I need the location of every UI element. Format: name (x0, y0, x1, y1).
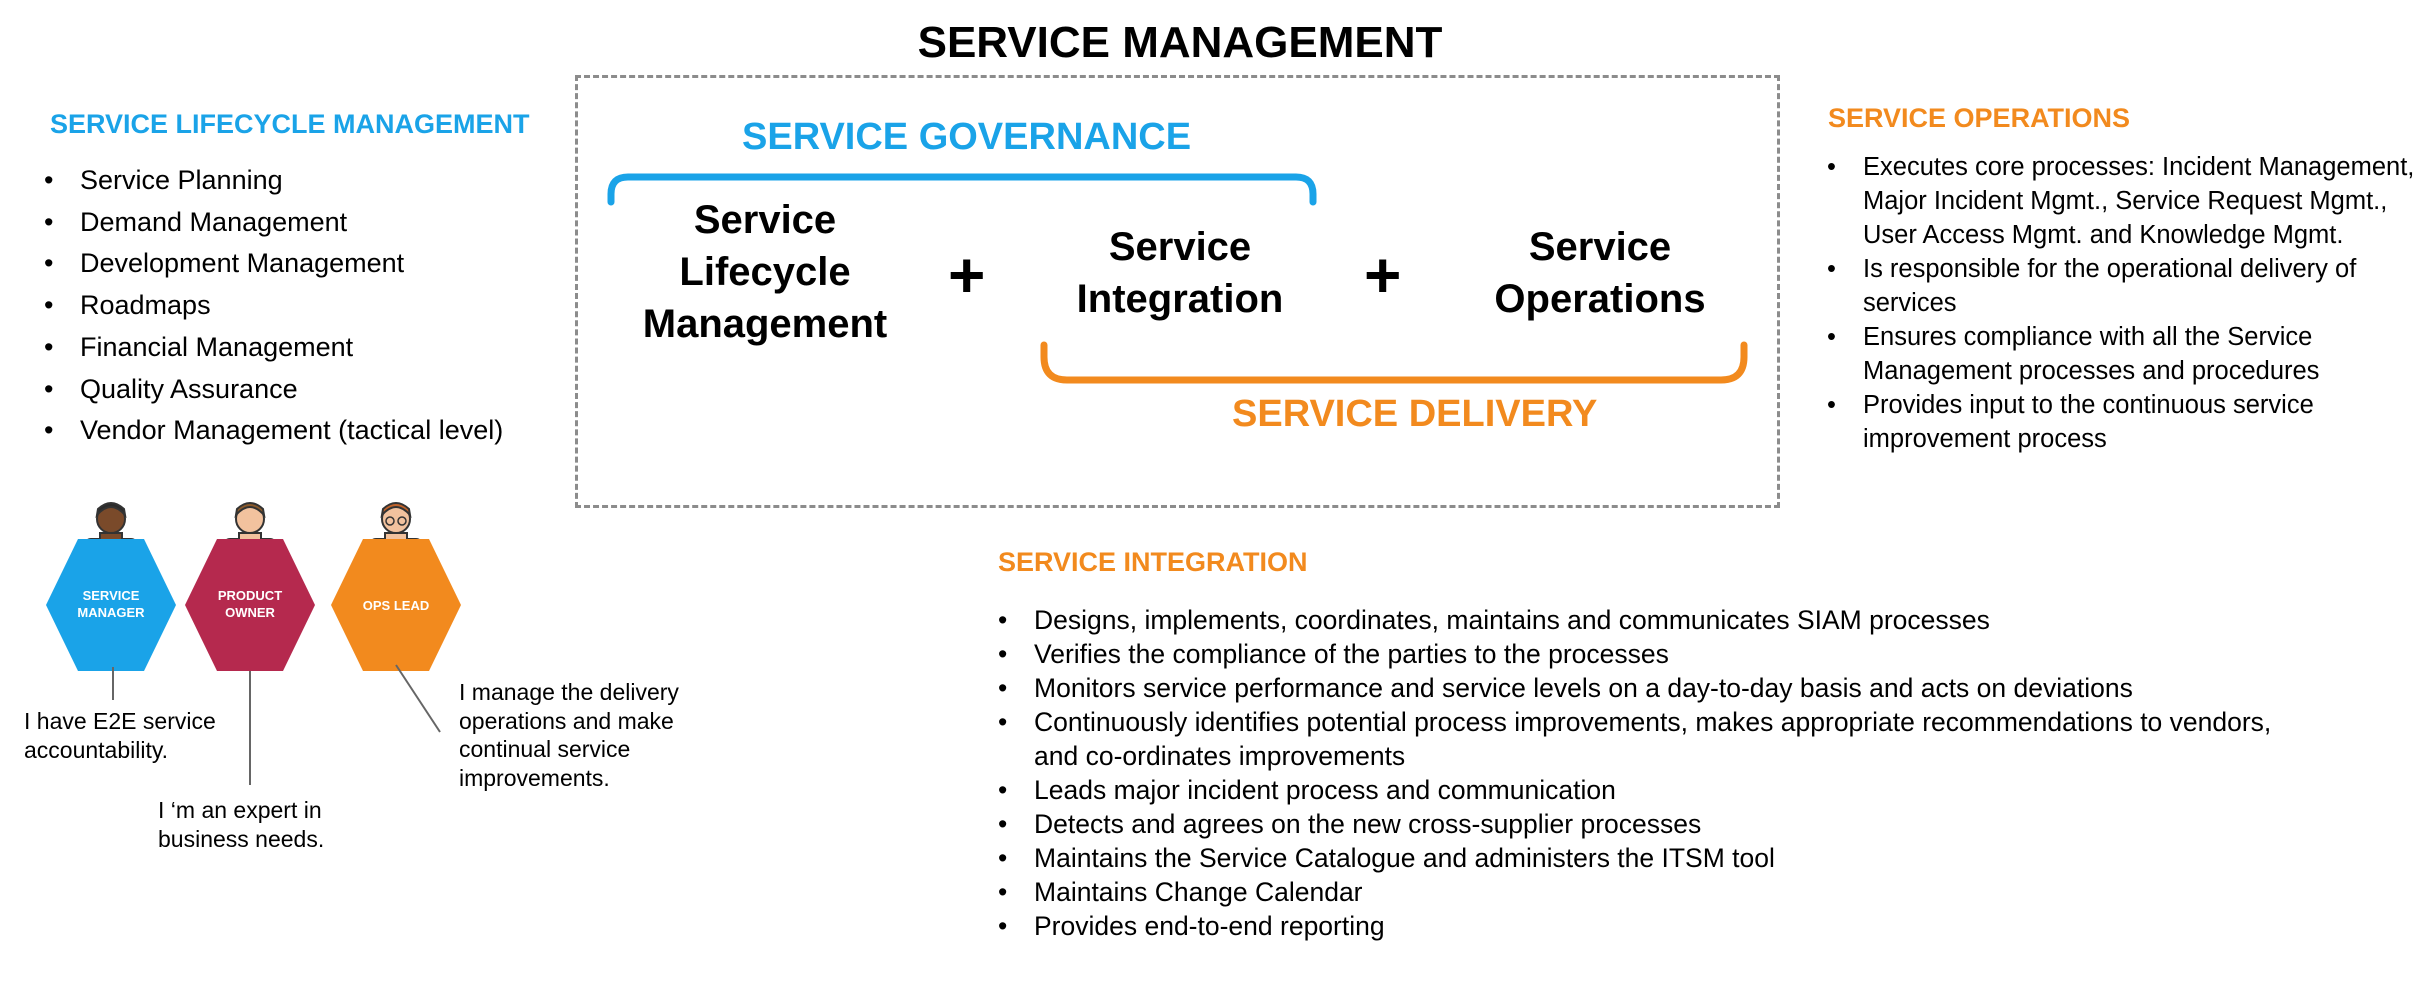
delivery-bracket (1040, 341, 1748, 384)
product-owner-label: PRODUCT (218, 588, 282, 603)
list-item: Monitors service performance and service… (996, 671, 2296, 705)
lifecycle-box-line: Service (693, 198, 837, 242)
delivery-label: SERVICE DELIVERY (1232, 393, 1598, 435)
lifecycle-list: Service Planning Demand Management Devel… (42, 160, 582, 452)
list-item: Is responsible for the operational deliv… (1825, 252, 2415, 320)
operations-box-line: Service (1528, 225, 1672, 269)
operations-heading: SERVICE OPERATIONS (1828, 103, 2131, 133)
list-item: Demand Management (42, 202, 582, 244)
service-manager-label: SERVICE (83, 588, 140, 603)
ops-lead-note: I manage the delivery operations and mak… (459, 679, 679, 791)
list-item: Detects and agrees on the new cross-supp… (996, 807, 2296, 841)
list-item: Verifies the compliance of the parties t… (996, 637, 2296, 671)
list-item: Development Management (42, 243, 582, 285)
integration-box-line: Integration (1076, 277, 1284, 321)
list-item: Provides end-to-end reporting (996, 909, 2296, 943)
plus-sign: + (1364, 239, 1402, 311)
list-item: Ensures compliance with all the Service … (1825, 320, 2415, 388)
operations-box-line: Operations (1494, 277, 1706, 321)
list-item: Executes core processes: Incident Manage… (1825, 150, 2415, 252)
operations-list: Executes core processes: Incident Manage… (1825, 150, 2415, 456)
ops-lead-label: OPS LEAD (363, 598, 429, 613)
operations-box: Service Operations (1460, 221, 1740, 325)
list-item: Vendor Management (tactical level) (42, 410, 582, 452)
personas-graphic: SERVICE MANAGER PRODUCT OWNER OPS LEAD (46, 502, 461, 785)
service-manager-note: I have E2E service accountability. (24, 708, 216, 763)
ops-lead-hexagon (331, 539, 461, 671)
integration-box-line: Service (1108, 225, 1252, 269)
integration-heading: SERVICE INTEGRATION (998, 547, 1308, 577)
lifecycle-box-line: Lifecycle (679, 250, 851, 294)
ops-lead-connector (395, 664, 441, 733)
list-item: Quality Assurance (42, 369, 582, 411)
lifecycle-box: Service Lifecycle Management (605, 194, 925, 350)
list-item: Designs, implements, coordinates, mainta… (996, 603, 2296, 637)
list-item: Maintains Change Calendar (996, 875, 2296, 909)
governance-label: SERVICE GOVERNANCE (742, 116, 1192, 158)
list-item: Roadmaps (42, 285, 582, 327)
integration-list: Designs, implements, coordinates, mainta… (996, 603, 2296, 943)
service-manager-hexagon (46, 539, 176, 671)
integration-box: Service Integration (1040, 221, 1320, 325)
plus-sign: + (948, 239, 986, 311)
lifecycle-box-line: Management (642, 302, 888, 346)
lifecycle-heading: SERVICE LIFECYCLE MANAGEMENT (50, 109, 530, 139)
list-item: Provides input to the continuous service… (1825, 388, 2415, 456)
list-item: Service Planning (42, 160, 582, 202)
page-title: SERVICE MANAGEMENT (917, 18, 1443, 67)
list-item: Financial Management (42, 327, 582, 369)
governance-bracket (607, 173, 1317, 206)
list-item: Leads major incident process and communi… (996, 773, 2296, 807)
product-owner-hexagon (185, 539, 315, 671)
list-item: Maintains the Service Catalogue and admi… (996, 841, 2296, 875)
service-manager-label: MANAGER (77, 605, 145, 620)
list-item: Continuously identifies potential proces… (996, 705, 2296, 773)
product-owner-note: I ‘m an expert in business needs. (158, 797, 325, 852)
product-owner-label: OWNER (225, 605, 275, 620)
